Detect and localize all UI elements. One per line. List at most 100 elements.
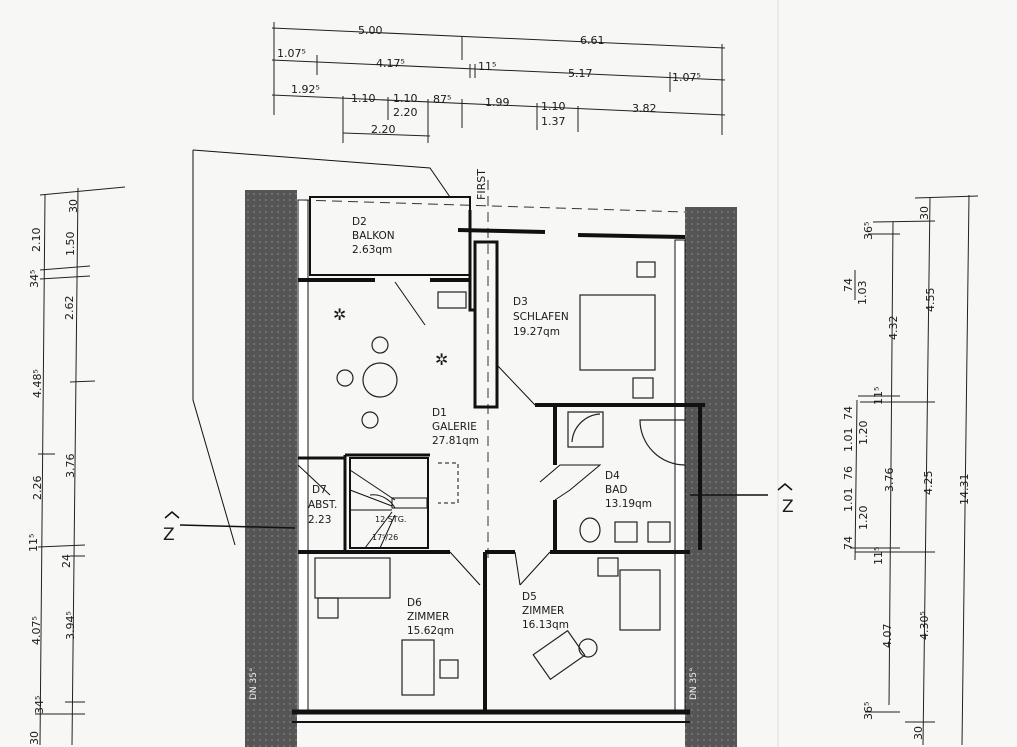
stair-steps-label: 12 STG.: [375, 515, 406, 524]
dim-label: 36⁵: [862, 702, 875, 720]
dim-label: 30: [67, 199, 80, 213]
stair-ratio-label: 17⁵/26: [372, 533, 398, 542]
dim-label: 1.10: [541, 100, 566, 113]
room-id: D5: [522, 591, 537, 603]
furniture: ✲ ✲: [314, 261, 686, 696]
room-name: GALERIE: [432, 421, 477, 433]
room-area: 19.27qm: [513, 326, 560, 338]
room-name: BALKON: [352, 230, 395, 242]
dim-label: 2.20: [393, 106, 418, 119]
dim-label: 76: [842, 466, 855, 480]
section-marker-right: Z: [690, 483, 794, 517]
dim-label: 3.76: [883, 468, 896, 493]
right-dimension-labels: 30 36⁵ 74 1.03 4.32 4.55 11⁵ 74 1.01 76 …: [842, 206, 971, 740]
dim-label: 1.01: [842, 488, 855, 513]
dim-label: 4.17⁵: [376, 57, 405, 70]
ridge-line: [299, 199, 686, 213]
lamp-icon: ✲: [333, 305, 346, 324]
room-area: 27.81qm: [432, 435, 479, 447]
dim-label: 4.07⁵: [30, 616, 43, 645]
dim-label: 4.32: [887, 316, 900, 341]
dim-label: 1.07⁵: [277, 47, 306, 60]
section-label: Z: [782, 497, 794, 517]
room-id: D3: [513, 296, 528, 308]
room-area: 2.63qm: [352, 244, 392, 256]
room-area: 13.19qm: [605, 498, 652, 510]
roof-slope-right: [685, 207, 737, 747]
dim-label: 11⁵: [872, 387, 885, 405]
dim-label: 1.50: [64, 232, 77, 257]
dim-label: 34⁵: [33, 696, 46, 714]
room-d2: D2 BALKON 2.63qm: [352, 216, 395, 256]
dim-label: 1.07⁵: [672, 71, 701, 84]
room-name: ABST.: [308, 499, 337, 511]
room-d3: D3 SCHLAFEN 19.27qm: [513, 296, 569, 338]
dim-label: 30: [918, 206, 931, 220]
dim-label: 1.99: [485, 96, 510, 109]
dim-label: 74: [842, 406, 855, 420]
dim-label: 1.03: [856, 281, 869, 306]
top-dimension-labels: 5.00 6.61 1.07⁵ 4.17⁵ 11⁵ 5.17 1.07⁵ 1.9…: [277, 24, 701, 136]
room-d4: D4 BAD 13.19qm: [605, 470, 652, 510]
windows-right: [674, 239, 686, 711]
roof-pitch-right: DN 35°: [689, 668, 699, 700]
dim-label: 36⁵: [862, 222, 875, 240]
left-dimensions: [35, 186, 126, 746]
room-d6: D6 ZIMMER 15.62qm: [407, 597, 454, 637]
dim-label: 1.01: [842, 428, 855, 453]
roof-outline: [192, 149, 451, 198]
dim-label: 5.17: [568, 67, 593, 80]
dim-label: 14.31: [958, 474, 971, 506]
dim-label: 34⁵: [28, 270, 41, 288]
dim-label: 11⁵: [27, 534, 40, 552]
dim-label: 1.20: [857, 421, 870, 446]
room-id: D1: [432, 407, 447, 419]
dim-label: 5.00: [358, 24, 383, 37]
section-label: Z: [163, 525, 175, 545]
dim-label: 2.10: [30, 228, 43, 253]
dim-label: 4.25: [922, 471, 935, 496]
room-name: ZIMMER: [522, 605, 564, 617]
dim-label: 6.61: [580, 34, 605, 47]
dim-label: 3.76: [64, 454, 77, 479]
dim-label: 4.30⁵: [918, 611, 931, 640]
dim-label: 1.10: [351, 92, 376, 105]
lamp-icon: ✲: [435, 350, 448, 369]
room-area: 15.62qm: [407, 625, 454, 637]
dim-label: 4.07: [881, 624, 894, 649]
room-id: D7: [312, 484, 327, 496]
room-name: ZIMMER: [407, 611, 449, 623]
windows-left: [297, 199, 309, 711]
section-marker-left: Z: [163, 511, 296, 545]
dim-label: 2.62: [63, 296, 76, 321]
dim-label: 11⁵: [478, 60, 496, 73]
dim-label: 1.92⁵: [291, 83, 320, 96]
dim-label: 74: [842, 536, 855, 550]
top-dimensions: [271, 22, 726, 143]
room-d1: D1 GALERIE 27.81qm: [432, 407, 479, 447]
room-name: SCHLAFEN: [513, 311, 569, 323]
dim-label: 1.20: [857, 506, 870, 531]
room-d7: D7 ABST. 2.23: [308, 484, 337, 526]
dim-label: 24: [60, 554, 73, 568]
room-name: BAD: [605, 484, 627, 496]
bed: [579, 294, 656, 371]
dim-label: 4.48⁵: [31, 369, 44, 398]
right-dimensions: [850, 194, 979, 746]
room-id: D2: [352, 216, 367, 228]
ridge-label: FIRST: [475, 169, 488, 200]
dim-label: 1.10: [393, 92, 418, 105]
dim-label: 1.37: [541, 115, 566, 128]
roof-pitch-left: DN 35°: [249, 668, 259, 700]
dim-label: 4.55: [924, 288, 937, 313]
roof-slope-left: [245, 190, 297, 747]
dim-label: 2.26: [31, 476, 44, 501]
dim-label: 2.20: [371, 123, 396, 136]
dim-label: 74: [842, 278, 855, 292]
room-d5: D5 ZIMMER 16.13qm: [522, 591, 569, 631]
dim-label: 3.82: [632, 102, 657, 115]
room-labels: D1 GALERIE 27.81qm D2 BALKON 2.63qm D3 S…: [308, 216, 652, 637]
room-area: 2.23: [308, 514, 331, 526]
dim-label: 30: [28, 731, 41, 745]
